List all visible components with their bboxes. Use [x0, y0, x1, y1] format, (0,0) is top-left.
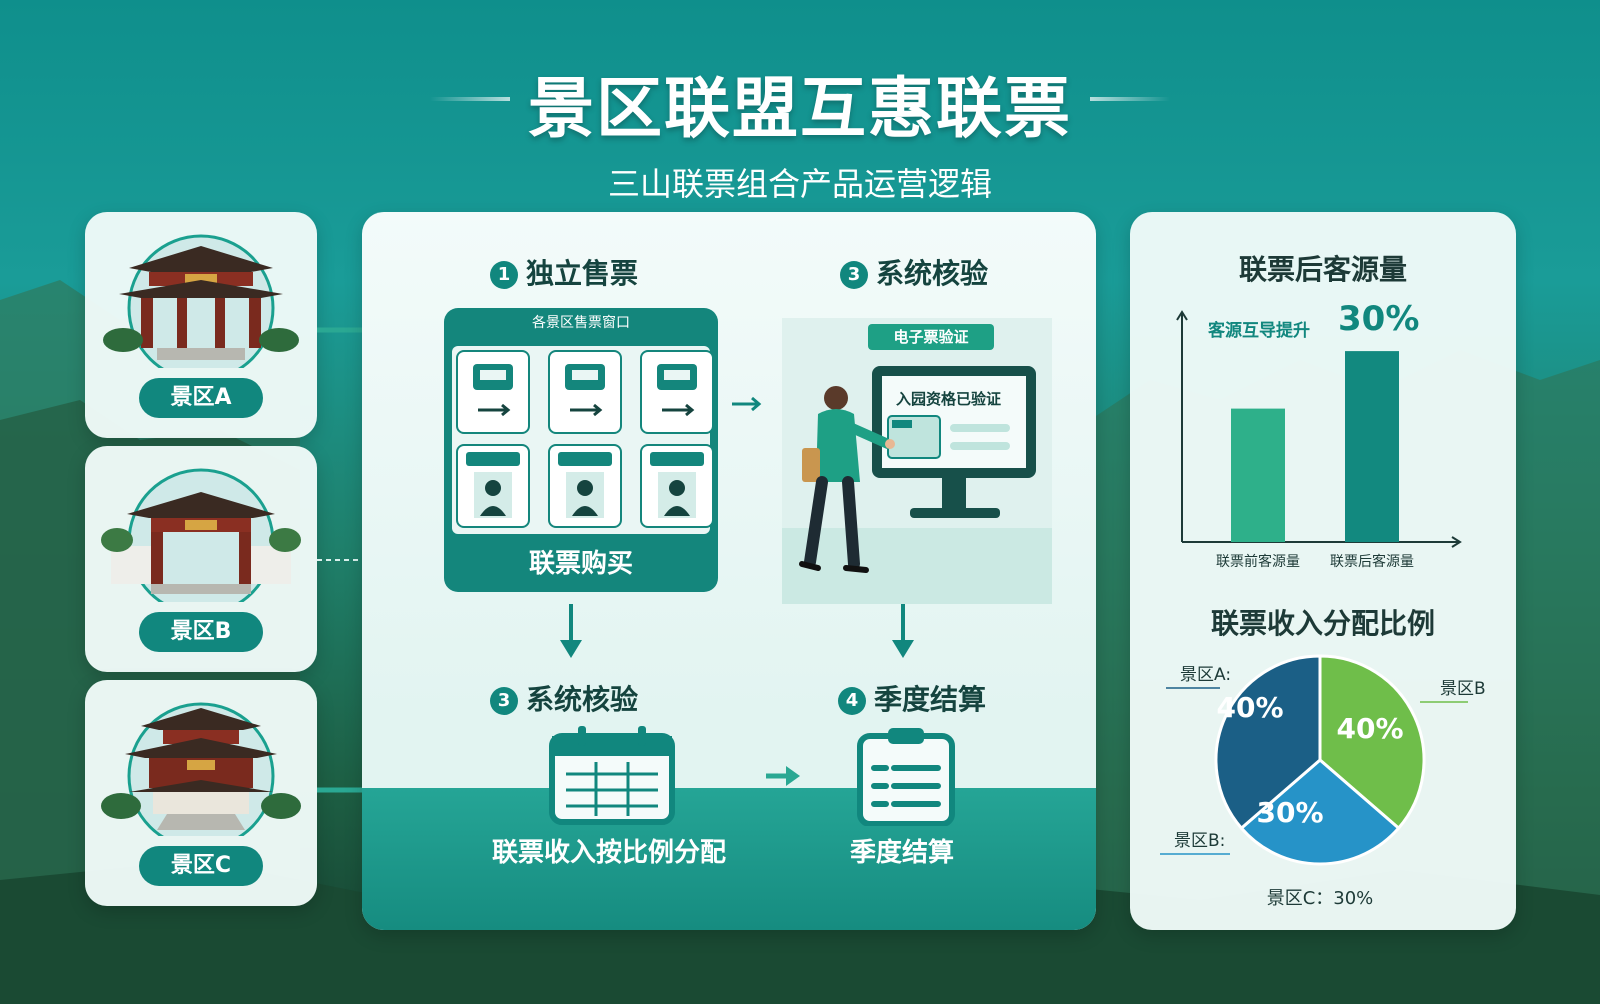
flow-band	[362, 788, 1096, 930]
pie-chart-title: 联票收入分配比例	[1210, 607, 1435, 640]
scenic-card-c: 景区C	[85, 680, 317, 906]
pie-slice	[1318, 654, 1426, 831]
screen-text-layer: 入园资格已验证	[896, 390, 1001, 408]
scenic-label-c: 景区C	[139, 846, 263, 886]
pie-slice-label: 景区B	[1440, 679, 1486, 699]
pie-footnote: 景区C：30%	[1267, 888, 1374, 909]
step-4-text: 季度结算	[874, 683, 987, 716]
step-3-top-number: 3	[840, 261, 868, 289]
step-4-label: 4 季度结算	[838, 678, 986, 718]
annotation-label: 客源互导提升	[1207, 320, 1310, 341]
y-axis	[1176, 310, 1188, 542]
gate-illustration-b	[101, 468, 301, 602]
title-decor-right	[1090, 97, 1170, 101]
pie-value-label: 40%	[1216, 691, 1283, 724]
gate-illustration-c	[101, 702, 301, 836]
e-ticket-tag: 电子票验证	[868, 324, 994, 350]
bar	[1345, 351, 1399, 542]
x-tick-label: 联票前客源量	[1216, 553, 1300, 570]
step-1-text: 独立售票	[526, 257, 639, 290]
bar-chart: 联票前客源量 联票后客源量 客源互导提升 30%	[1176, 299, 1462, 570]
arrow-down-icon	[892, 604, 914, 658]
step-3-bottom-label: 3 系统核验	[490, 678, 638, 718]
main-title: 景区联盟互惠联票	[528, 70, 1072, 147]
settlement-caption: 季度结算	[850, 838, 955, 868]
pie-slice-label: 景区A:	[1180, 665, 1231, 685]
x-axis	[1182, 536, 1462, 548]
pie-chart: 40% 景区A: 40% 景区B 30% 景区B: 景区C：30%	[1160, 654, 1486, 909]
pie-value-label: 30%	[1256, 796, 1323, 829]
step-4-number: 4	[838, 687, 866, 715]
ticket-window-header: 各景区售票窗口	[532, 315, 630, 331]
ticket-window-panel: 各景区售票窗口 联票购买	[444, 308, 718, 592]
header: 景区联盟互惠联票 三山联票组合产品运营逻辑	[0, 55, 1600, 205]
annotation-value: 30%	[1338, 299, 1419, 339]
x-tick-label: 联票后客源量	[1330, 553, 1414, 570]
step-1-number: 1	[490, 261, 518, 289]
scenic-card-a: 景区A	[85, 212, 317, 438]
flow-panel: 1 独立售票 3 系统核验 各景区售票窗口 联票购买	[362, 212, 1096, 930]
step-1-label: 1 独立售票	[490, 252, 638, 292]
gate-illustration-a	[103, 234, 299, 368]
scenic-label-a: 景区A	[139, 378, 263, 418]
ticket-clerk-icon	[640, 444, 714, 528]
arrow-right-icon	[732, 396, 762, 412]
step-3-bottom-number: 3	[490, 687, 518, 715]
step-3-top-text: 系统核验	[876, 257, 989, 290]
ticket-purchase-label: 联票购买	[528, 549, 633, 579]
title-decor-left	[430, 97, 510, 101]
scenic-card-b: 景区B	[85, 446, 317, 672]
ticket-machine-icon	[456, 350, 530, 434]
ticket-clerk-icon	[456, 444, 530, 528]
ticket-machine-icon	[548, 350, 622, 434]
ticket-machine-icon	[640, 350, 714, 434]
bar	[1231, 408, 1285, 542]
arrow-right-icon	[766, 766, 800, 786]
allocation-caption: 联票收入按比例分配	[492, 838, 727, 868]
ticket-grid	[452, 346, 714, 534]
ticket-clerk-icon	[548, 444, 622, 528]
pie-slice	[1214, 654, 1322, 831]
scenic-label-b: 景区B	[139, 612, 263, 652]
subtitle: 三山联票组合产品运营逻辑	[607, 165, 992, 203]
arrow-down-icon	[560, 604, 582, 658]
verification-panel: 电子票验证 入园资格已验证	[782, 318, 1052, 604]
bar-chart-title: 联票后客源量	[1238, 253, 1407, 286]
screen-verified-text: 入园资格已验证	[896, 390, 1001, 408]
pie-slice	[1239, 758, 1401, 866]
step-3-top-label: 3 系统核验	[840, 252, 988, 292]
pie-slice-label: 景区B:	[1174, 831, 1225, 851]
step-3-bottom-text: 系统核验	[526, 683, 639, 716]
verification-illustration	[782, 366, 1052, 604]
clipboard-icon	[857, 728, 955, 826]
pie-value-label: 40%	[1336, 712, 1403, 745]
calendar-icon	[549, 726, 675, 825]
